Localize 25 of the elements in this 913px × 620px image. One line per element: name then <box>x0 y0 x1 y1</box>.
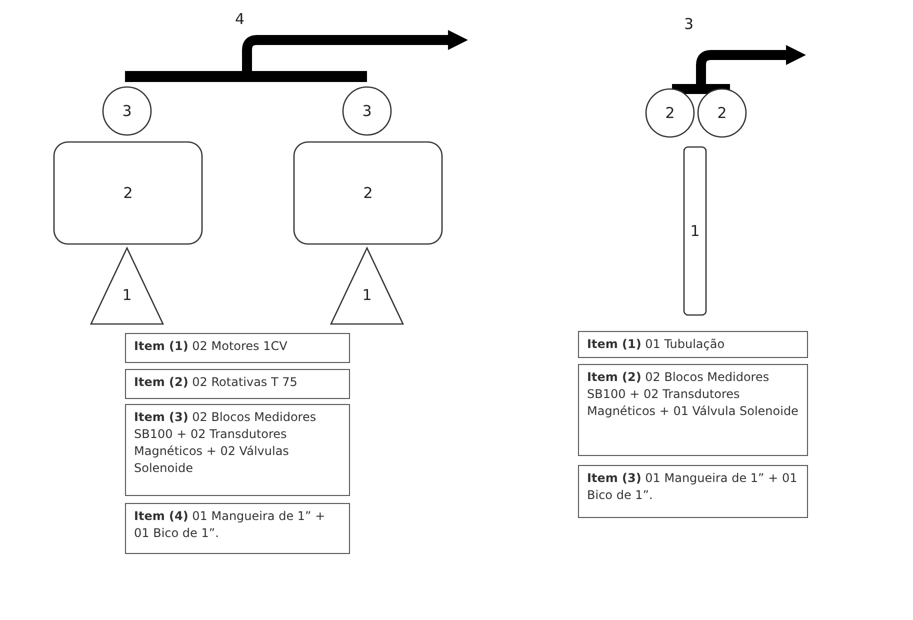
circle-shape <box>102 86 152 136</box>
item-description: Item (1) 01 Tubulação <box>578 331 808 358</box>
item-description: Item (3) 01 Mangueira de 1” + 01 Bico de 1”. <box>578 465 808 518</box>
item-description: Item (2) 02 Rotativas T 75 <box>125 369 350 399</box>
part-number: 1 <box>690 222 700 240</box>
circle-shape <box>342 86 392 136</box>
part-number: 2 <box>717 104 727 122</box>
circle-shape <box>697 88 747 138</box>
circle-shape <box>645 88 695 138</box>
item-description: Item (3) 02 Blocos Medidores SB100 + 02 Transdutores Magnéticos + 02 Válvulas Solenoide <box>125 404 350 496</box>
part-number: 1 <box>122 286 132 304</box>
part-number: 2 <box>363 184 373 202</box>
part-number: 3 <box>362 102 372 120</box>
triangle-shape <box>330 247 404 325</box>
part-number: 3 <box>122 102 132 120</box>
item-description: Item (2) 02 Blocos Medidores SB100 + 02 Transdutores Magnéticos + 01 Válvula Solenoide <box>578 364 808 456</box>
part-number: 2 <box>123 184 133 202</box>
item-description: Item (4) 01 Mangueira de 1” + 01 Bico de 1”. <box>125 503 350 554</box>
part-number: 1 <box>362 286 372 304</box>
triangle-shape <box>90 247 164 325</box>
item-description: Item (1) 02 Motores 1CV <box>125 333 350 363</box>
part-number: 2 <box>665 104 675 122</box>
tube-shape <box>683 146 707 316</box>
part-number: 3 <box>684 15 694 33</box>
part-number: 4 <box>235 10 245 28</box>
